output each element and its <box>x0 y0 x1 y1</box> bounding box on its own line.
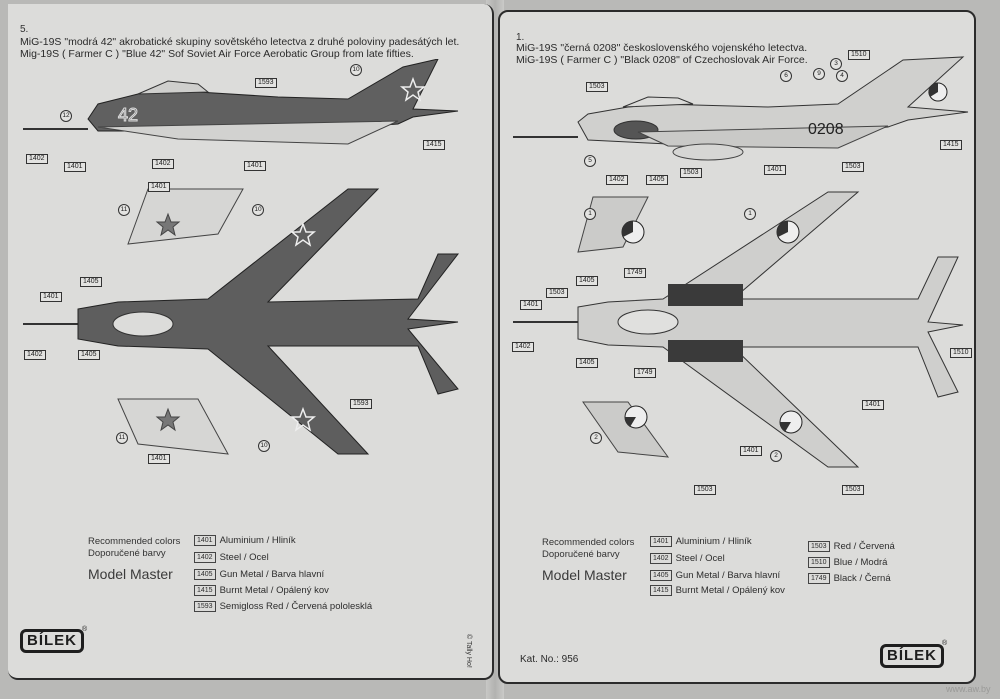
scheme-number: 1. <box>516 32 525 43</box>
registered-mark: ® <box>942 640 948 647</box>
color-callout: 1503 <box>694 485 716 495</box>
left-instruction-page: 5. MiG-19S "modrá 42" akrobatické skupin… <box>8 4 494 680</box>
color-callout: 1402 <box>26 154 48 164</box>
decal-marker: 2 <box>590 432 602 444</box>
decal-marker: 10 <box>258 440 270 452</box>
paint-brand: Model Master <box>542 567 627 583</box>
color-callout: 1405 <box>78 350 100 360</box>
decal-marker: 4 <box>836 70 848 82</box>
color-callout: 1401 <box>244 161 266 171</box>
bilek-logo: BÍLEK <box>880 644 944 668</box>
right-instruction-page: 1. MiG-19S "černá 0208" československého… <box>498 10 976 684</box>
color-callout: 1503 <box>680 168 702 178</box>
color-callout: 1401 <box>64 162 86 172</box>
bilek-logo: BÍLEK <box>20 629 84 653</box>
color-callout: 1593 <box>350 399 372 409</box>
decal-marker: 11 <box>118 204 130 216</box>
color-callout: 1503 <box>842 162 864 172</box>
top-view-aircraft-soviet <box>23 188 460 455</box>
color-callout: 1503 <box>586 82 608 92</box>
color-callout: 1402 <box>606 175 628 185</box>
legend-heading-cz: Doporučené barvy <box>542 549 620 560</box>
color-callout: 1402 <box>152 159 174 169</box>
decal-marker: 3 <box>830 58 842 70</box>
scheme-title-en: Mig-19S ( Farmer C ) "Blue 42" Sof Sovie… <box>20 48 414 60</box>
watermark: www.aw.by <box>946 684 991 694</box>
color-callout: 1503 <box>546 288 568 298</box>
legend-heading-cz: Doporučené barvy <box>88 548 166 559</box>
color-callout: 1401 <box>862 400 884 410</box>
decal-marker: 10 <box>350 64 362 76</box>
side-view-aircraft-czech: 0208 <box>513 56 969 161</box>
color-callout: 1401 <box>148 182 170 192</box>
catalog-number: Kat. No.: 956 <box>520 654 579 665</box>
color-callout: 1749 <box>634 368 656 378</box>
scheme-number: 5. <box>20 24 29 35</box>
side-view-aircraft-soviet: 42 <box>23 59 459 145</box>
decal-marker: 9 <box>813 68 825 80</box>
red-star-insignia <box>399 76 427 102</box>
color-callout: 1510 <box>950 348 972 358</box>
copyright-text: © Tally Ho! <box>465 634 472 668</box>
decal-marker: 5 <box>584 155 596 167</box>
fuselage-number: 0208 <box>808 121 844 138</box>
decal-marker: 12 <box>60 110 72 122</box>
color-callout: 1405 <box>646 175 668 185</box>
scheme-title-cz: MiG-19S "černá 0208" československého vo… <box>516 42 808 54</box>
registered-mark: ® <box>82 626 88 633</box>
color-callout: 1401 <box>764 165 786 175</box>
scheme-title-cz: MiG-19S "modrá 42" akrobatické skupiny s… <box>20 36 460 48</box>
decal-marker: 10 <box>252 204 264 216</box>
color-callout: 1593 <box>255 78 277 88</box>
legend-heading-en: Recommended colors <box>542 537 635 548</box>
decal-marker: 1 <box>584 208 596 220</box>
scheme-title-en: MiG-19S ( Farmer C ) "Black 0208" of Cze… <box>516 54 808 66</box>
legend-heading-en: Recommended colors <box>88 536 181 547</box>
decal-marker: 2 <box>770 450 782 462</box>
color-callout: 1401 <box>40 292 62 302</box>
top-view-aircraft-czech <box>513 191 964 468</box>
color-callout: 1405 <box>576 358 598 368</box>
paint-brand: Model Master <box>88 566 173 582</box>
color-callout: 1415 <box>423 140 445 150</box>
color-callout: 1415 <box>940 140 962 150</box>
color-callout: 1503 <box>842 485 864 495</box>
color-callout: 1405 <box>576 276 598 286</box>
decal-marker: 1 <box>744 208 756 220</box>
decal-marker: 11 <box>116 432 128 444</box>
color-callout: 1510 <box>848 50 870 60</box>
color-callout: 1402 <box>24 350 46 360</box>
color-callout: 1401 <box>520 300 542 310</box>
color-callout: 1401 <box>740 446 762 456</box>
decal-marker: 6 <box>780 70 792 82</box>
nose-number-42: 42 <box>118 105 138 125</box>
color-callout: 1405 <box>80 277 102 287</box>
color-callout: 1749 <box>624 268 646 278</box>
color-callout: 1402 <box>512 342 534 352</box>
color-callout: 1401 <box>148 454 170 464</box>
